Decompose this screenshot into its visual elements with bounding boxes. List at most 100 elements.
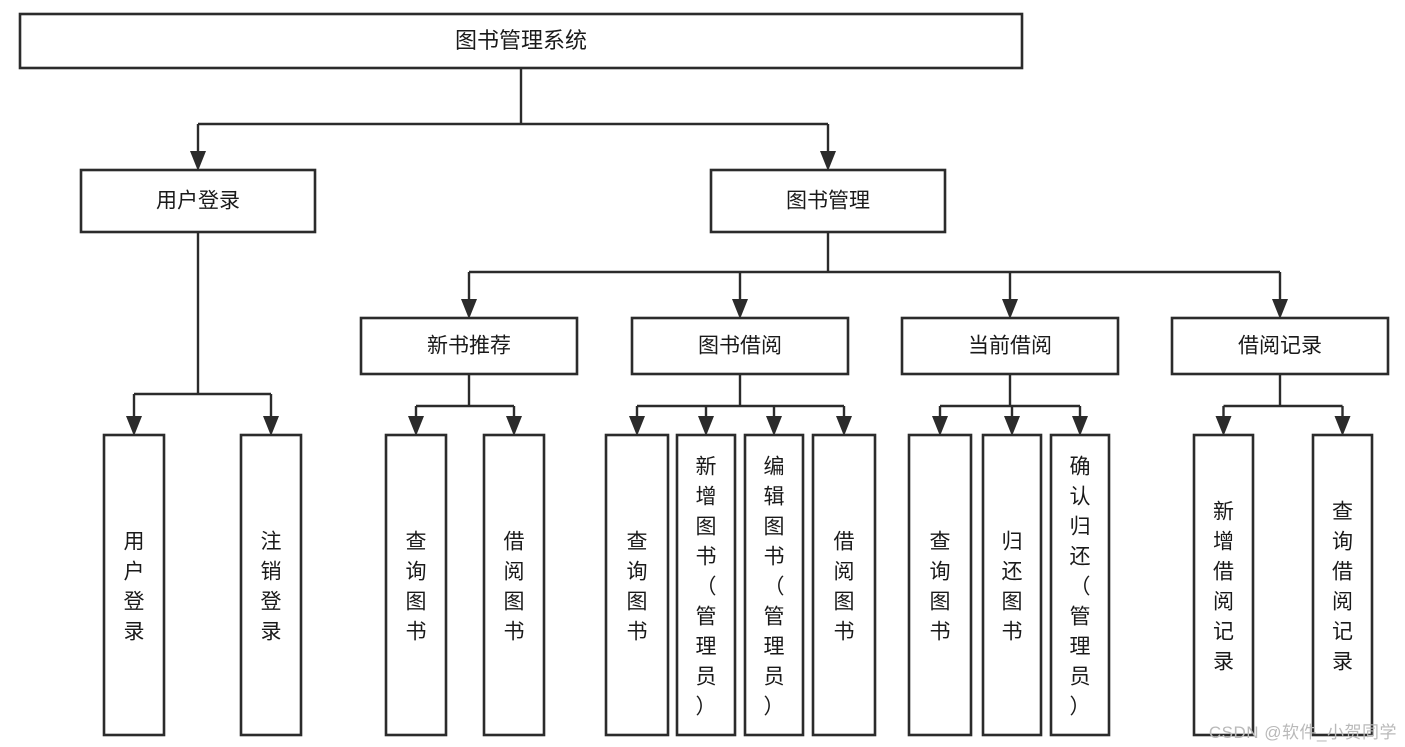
edge-group xyxy=(126,232,279,436)
node-label-char: 还 xyxy=(1002,560,1023,583)
node-label-char: 增 xyxy=(696,485,717,508)
node-label-char: 图 xyxy=(834,590,855,613)
node-label-char: 记 xyxy=(1213,620,1234,643)
node-label-char: 管 xyxy=(696,605,717,628)
arrow-head-icon xyxy=(408,416,424,436)
node-label-char: 书 xyxy=(930,620,951,643)
node-label-char: 登 xyxy=(124,590,145,613)
node-label-char: 理 xyxy=(1070,635,1091,658)
node-label-char: 用 xyxy=(124,530,145,553)
node-label-char: 查 xyxy=(627,530,648,553)
node-label-char: 辑 xyxy=(764,485,785,508)
node-box xyxy=(1192,433,1255,737)
node-label-char: 阅 xyxy=(834,560,855,583)
node-leaf-user-login[interactable]: 用户登录 xyxy=(102,433,166,737)
node-box xyxy=(811,433,877,737)
node-book-manage[interactable]: 图书管理 xyxy=(709,168,947,234)
node-label-char: 询 xyxy=(1332,530,1353,553)
arrow-head-icon xyxy=(820,151,836,171)
node-box xyxy=(1311,433,1374,737)
node-label-char: 新 xyxy=(696,455,717,478)
arrow-head-icon xyxy=(506,416,522,436)
arrow-head-icon xyxy=(732,299,748,319)
node-label-char: 书 xyxy=(627,620,648,643)
node-label: 图书管理系统 xyxy=(455,28,587,53)
node-label-char: 图 xyxy=(696,515,717,538)
node-label-char: 图 xyxy=(764,515,785,538)
node-book-borrow[interactable]: 图书借阅 xyxy=(630,316,850,376)
node-label-char: 认 xyxy=(1070,485,1091,508)
node-label-char: ） xyxy=(696,695,717,718)
node-label-char: 借 xyxy=(1332,560,1353,583)
node-label-char: 理 xyxy=(764,635,785,658)
arrow-head-icon xyxy=(766,416,782,436)
node-label-char: 登 xyxy=(261,590,282,613)
node-label-char: 查 xyxy=(930,530,951,553)
node-new-book-recommend[interactable]: 新书推荐 xyxy=(359,316,579,376)
node-user-login[interactable]: 用户登录 xyxy=(79,168,317,234)
node-label-char: 查 xyxy=(1332,500,1353,523)
node-label-char: 询 xyxy=(930,560,951,583)
node-box xyxy=(709,168,947,234)
node-borrow-record[interactable]: 借阅记录 xyxy=(1170,316,1390,376)
node-label-char: （ xyxy=(1070,575,1091,598)
node-box xyxy=(482,433,546,737)
node-label-char: 员 xyxy=(696,665,717,688)
node-label-char: 理 xyxy=(696,635,717,658)
node-label: 图书借阅 xyxy=(698,335,782,358)
node-label-char: 员 xyxy=(1070,665,1091,688)
arrow-head-icon xyxy=(1272,299,1288,319)
arrow-head-icon xyxy=(1334,416,1351,436)
node-label-char: 询 xyxy=(627,560,648,583)
node-label-char: 阅 xyxy=(1213,590,1234,613)
arrow-head-icon xyxy=(836,416,852,436)
node-label-char: 借 xyxy=(1213,560,1234,583)
node-label-char: 书 xyxy=(1002,620,1023,643)
node-label-char: 录 xyxy=(1332,650,1353,673)
node-label-char: 还 xyxy=(1070,545,1091,568)
arrow-head-icon xyxy=(1215,416,1232,436)
node-label: 用户登录 xyxy=(156,190,240,213)
edge-group xyxy=(461,232,1288,319)
node-box xyxy=(1049,433,1111,737)
arrow-head-icon xyxy=(629,416,645,436)
edge-group xyxy=(932,374,1088,436)
node-label-char: 户 xyxy=(124,560,145,583)
arrow-head-icon xyxy=(263,416,279,436)
node-label-char: （ xyxy=(764,575,785,598)
node-label-char: 归 xyxy=(1002,530,1023,553)
node-label: 新书推荐 xyxy=(427,335,511,358)
node-label-char: 编 xyxy=(764,455,785,478)
node-root[interactable]: 图书管理系统 xyxy=(18,12,1024,70)
node-box xyxy=(239,433,303,737)
node-label-char: 录 xyxy=(261,620,282,643)
node-label-char: 借 xyxy=(834,530,855,553)
node-current-borrow[interactable]: 当前借阅 xyxy=(900,316,1120,376)
node-label: 图书管理 xyxy=(786,190,870,213)
node-label-char: 记 xyxy=(1332,620,1353,643)
node-box xyxy=(384,433,448,737)
node-label-char: 销 xyxy=(261,560,282,583)
node-label-char: 查 xyxy=(406,530,427,553)
arrow-head-icon xyxy=(698,416,714,436)
arrow-head-icon xyxy=(1072,416,1088,436)
node-label-char: 书 xyxy=(504,620,525,643)
node-label-char: ） xyxy=(1070,695,1091,718)
node-label-char: 书 xyxy=(834,620,855,643)
node-label-char: 员 xyxy=(764,665,785,688)
edge-group xyxy=(629,374,852,436)
node-label-char: 图 xyxy=(406,590,427,613)
